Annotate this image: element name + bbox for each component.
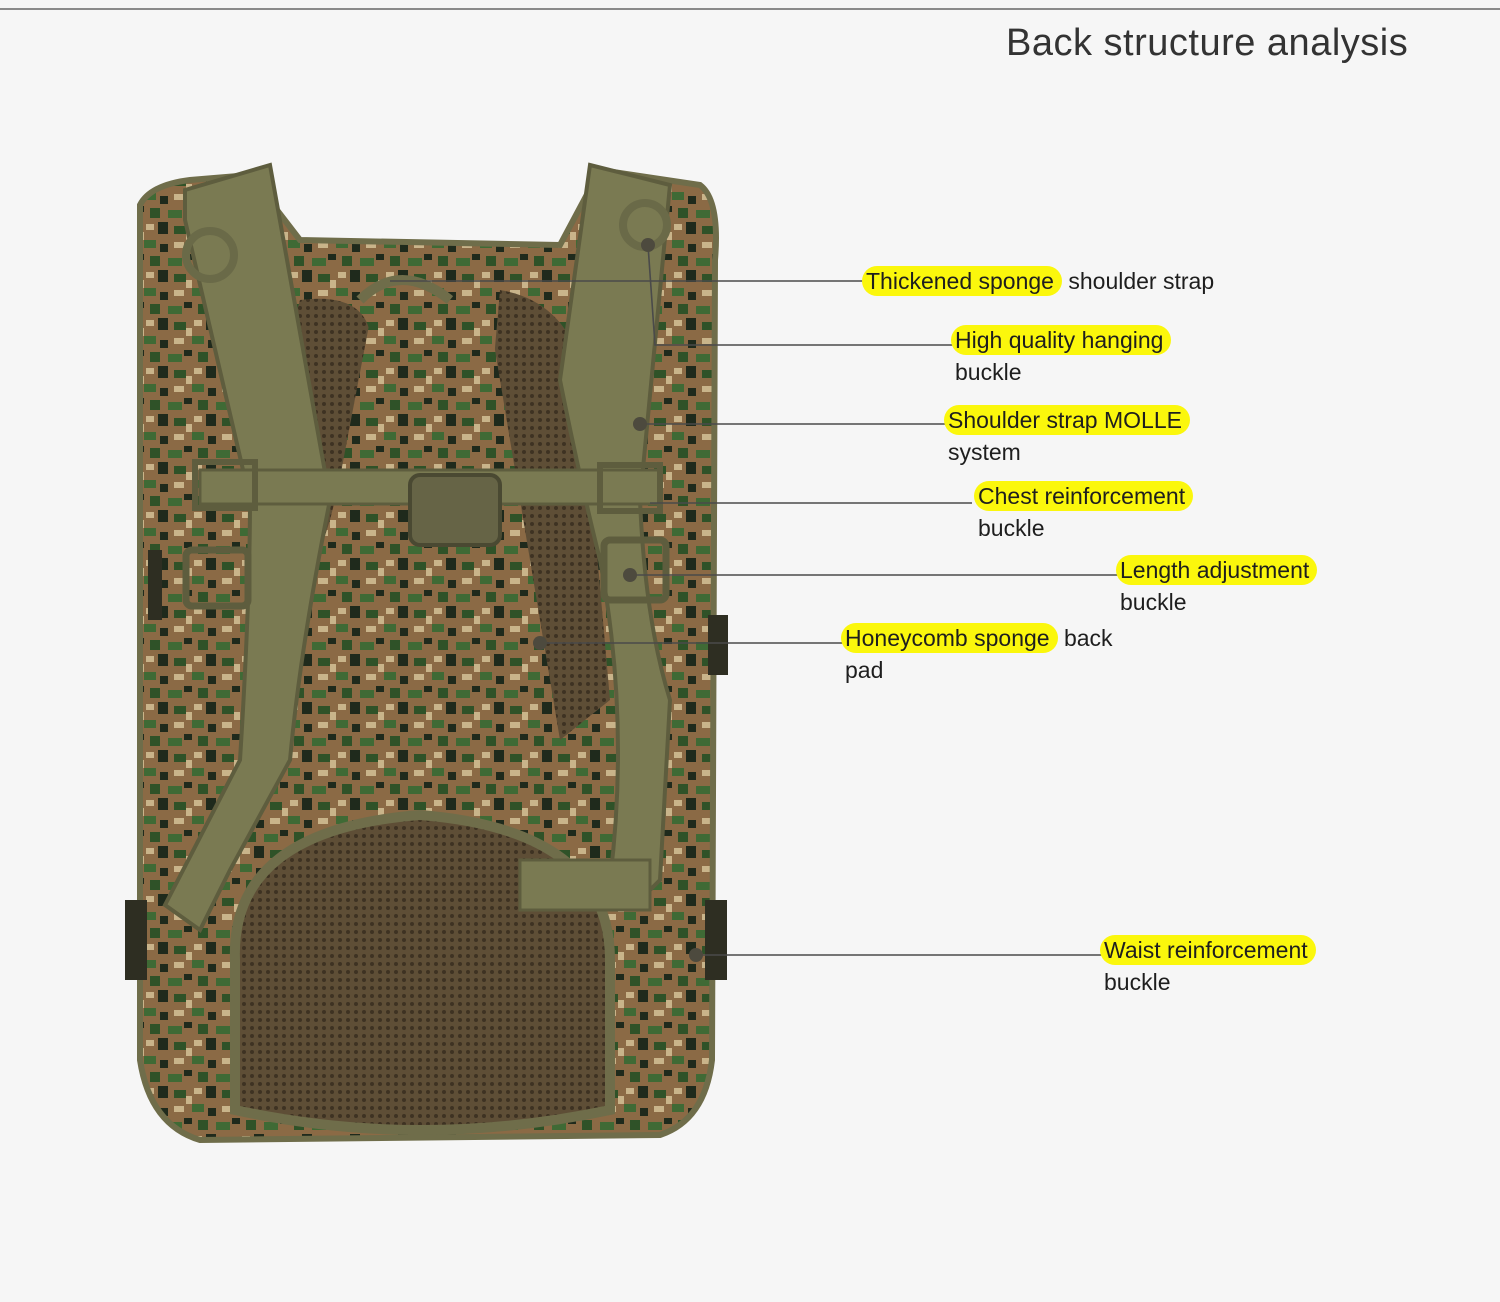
left-d-ring [182, 227, 238, 283]
callout-rest: back [1057, 625, 1113, 651]
page-title: Back structure analysis [1006, 22, 1409, 64]
callout-length-adjustment-buckle: Length adjustment buckle [1116, 554, 1318, 618]
left-ladder-buckle [182, 546, 252, 610]
chest-side-loop-right [597, 462, 663, 514]
side-buckle-left [125, 900, 147, 980]
side-buckle-left-upper [148, 550, 162, 620]
callout-high-quality-hanging-buckle: High quality hanging buckle [951, 324, 1172, 388]
callout-thickened-sponge-shoulder-strap: Thickened sponge shoulder strap [862, 265, 1215, 297]
callout-highlight: Length adjustment [1116, 555, 1318, 585]
callout-waist-reinforcement-buckle: Waist reinforcement buckle [1100, 934, 1316, 998]
callout-lines [390, 244, 1120, 956]
callout-line2: buckle [1104, 969, 1171, 995]
callout-line2: buckle [1120, 589, 1187, 615]
callout-highlight: Chest reinforcement [974, 481, 1194, 511]
callout-highlight: High quality hanging [951, 325, 1172, 355]
callout-highlight: Honeycomb sponge [841, 623, 1058, 653]
right-strap-end [518, 858, 652, 912]
callout-shoulder-strap-molle-system: Shoulder strap MOLLE system [944, 404, 1190, 468]
callout-line2: buckle [955, 359, 1022, 385]
callout-highlight: Waist reinforcement [1100, 935, 1316, 965]
callout-anchors [533, 238, 703, 962]
chest-buckle [408, 473, 502, 547]
callout-honeycomb-sponge-back-pad: Honeycomb sponge back pad [841, 622, 1113, 686]
side-buckle-right [705, 900, 727, 980]
callout-highlight: Thickened sponge [862, 266, 1062, 296]
callout-highlight: Shoulder strap MOLLE [944, 405, 1190, 435]
callout-chest-reinforcement-buckle: Chest reinforcement buckle [974, 480, 1194, 544]
top-divider [0, 8, 1500, 10]
callout-line2: buckle [978, 515, 1045, 541]
side-buckle-right-upper [708, 615, 728, 675]
callout-rest: shoulder strap [1061, 268, 1215, 294]
callout-line2: system [948, 439, 1021, 465]
chest-side-loop-left [192, 459, 258, 511]
top-handle [356, 275, 454, 304]
right-ladder-buckle [600, 536, 670, 604]
callout-line2: pad [845, 657, 884, 683]
